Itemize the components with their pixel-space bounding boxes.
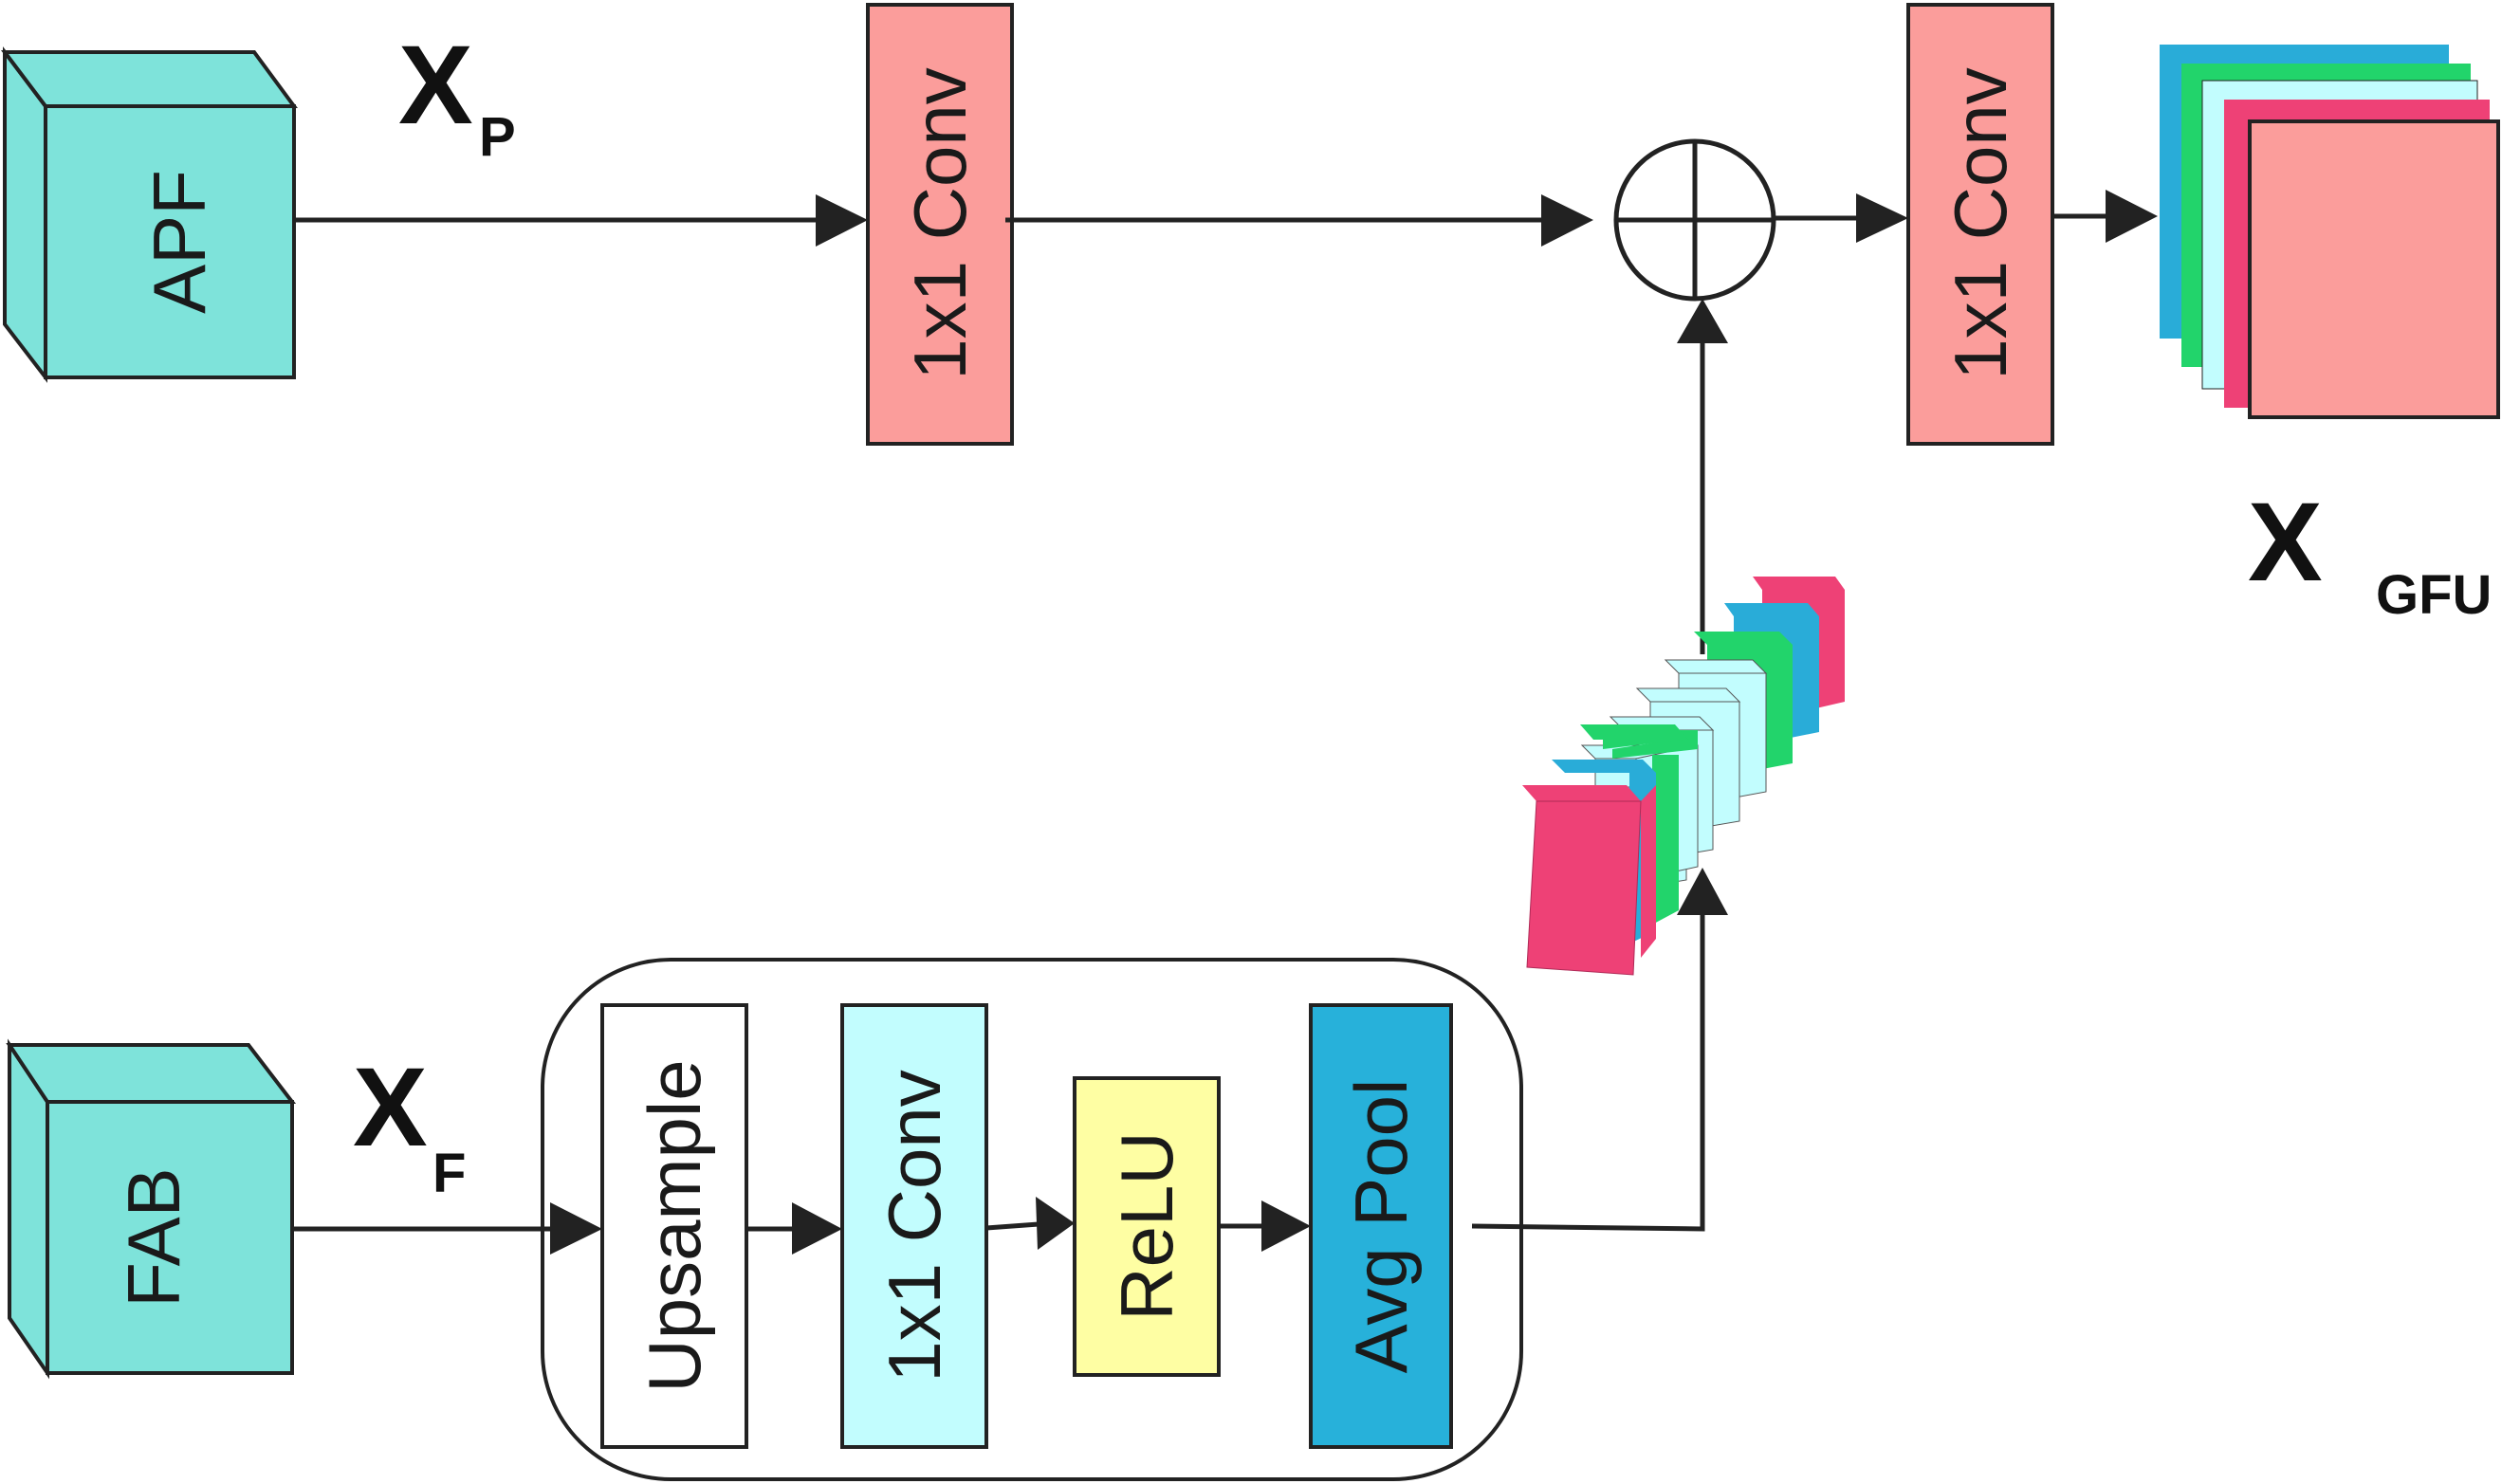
upsample-label: Upsample (633, 1059, 716, 1392)
top-conv-1-label: 1x1 Conv (898, 67, 982, 380)
apf-label: APF (138, 170, 221, 314)
arrowhead (792, 1202, 842, 1255)
fab-label: FAB (112, 1167, 195, 1307)
arrowhead (816, 194, 868, 247)
relu-label: ReLU (1105, 1131, 1188, 1320)
top-conv-2-label: 1x1 Conv (1939, 67, 2022, 380)
top-conv-1: 1x1 Conv (866, 3, 1014, 446)
output-feature-maps (2160, 45, 2500, 419)
xp-main: X (398, 23, 473, 148)
xgfu-main: X (2248, 480, 2323, 605)
upsample-block: Upsample (600, 1003, 748, 1449)
xgfu-label: X GFU (2248, 480, 2492, 626)
avgpool-block: Avg Pool (1309, 1003, 1453, 1449)
bottom-module-container (541, 958, 1523, 1481)
sum-operator (1613, 138, 1776, 302)
arrowhead (550, 1202, 602, 1255)
xf-label: X F (353, 1045, 466, 1204)
xp-sub: P (479, 106, 516, 168)
xf-main: X (353, 1045, 428, 1170)
top-conv-2: 1x1 Conv (1906, 3, 2054, 446)
apf-cube: APF (0, 46, 298, 383)
arrowhead (1036, 1197, 1075, 1250)
arrowhead (1677, 868, 1728, 915)
xp-label: X P (398, 23, 516, 168)
arrowhead (1856, 193, 1908, 243)
avgpool-label: Avg Pool (1339, 1079, 1423, 1374)
bottom-conv-label: 1x1 Conv (873, 1070, 956, 1383)
arrow-avgpool-to-vector (1471, 910, 1705, 1232)
arrowhead (1541, 194, 1593, 247)
xf-sub: F (432, 1143, 466, 1204)
channel-vector (1522, 577, 1845, 976)
arrowhead (1261, 1200, 1311, 1252)
arrowhead (1677, 299, 1728, 343)
xgfu-sub: GFU (2376, 564, 2492, 626)
relu-block: ReLU (1073, 1076, 1221, 1377)
fab-cube: FAB (6, 1038, 297, 1380)
bottom-conv-block: 1x1 Conv (840, 1003, 988, 1449)
arrow-conv-to-relu (985, 1221, 1039, 1231)
arrowhead (2106, 190, 2158, 243)
